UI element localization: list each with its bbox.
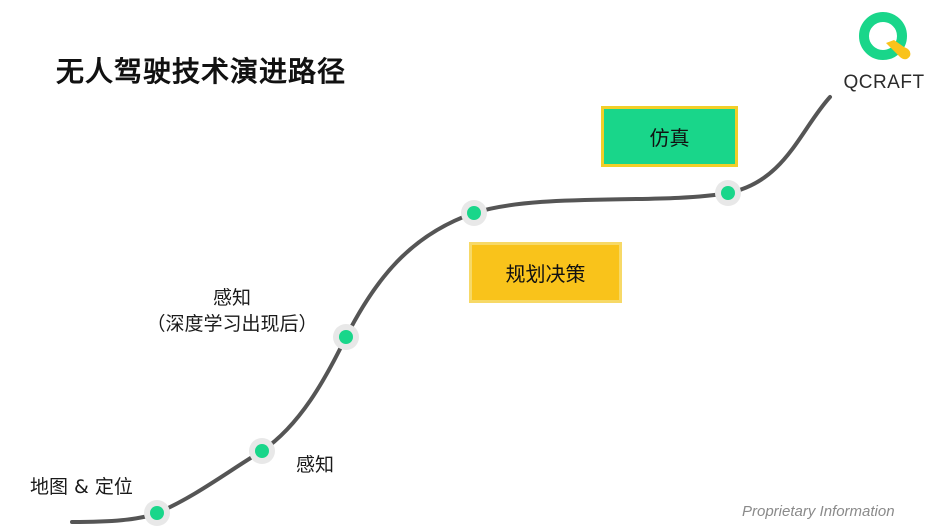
milestone-perception-deep-learning [333,324,359,350]
label-perception: 感知 [296,454,335,476]
page-title: 无人驾驶技术演进路径 [56,55,347,88]
proprietary-footer: Proprietary Information [742,503,895,520]
milestone-map-localization [144,500,170,526]
milestone-perception [249,438,275,464]
qcraft-logo-icon [859,12,911,60]
qcraft-logo: QCRAFT [834,10,934,96]
label-perception-deep-subtitle: （深度学习出现后） [146,313,318,335]
simulation-box: 仿真 [601,106,738,167]
label-perception-deep-title: 感知 [212,287,251,309]
label-map-localization: 地图 & 定位 [30,476,133,498]
planning-box: 规划决策 [469,242,622,303]
milestone-simulation [715,180,741,206]
logo-text: QCRAFT [843,72,925,93]
label-perception-deep-learning: 感知 （深度学习出现后） [132,285,332,337]
milestone-planning [461,200,487,226]
